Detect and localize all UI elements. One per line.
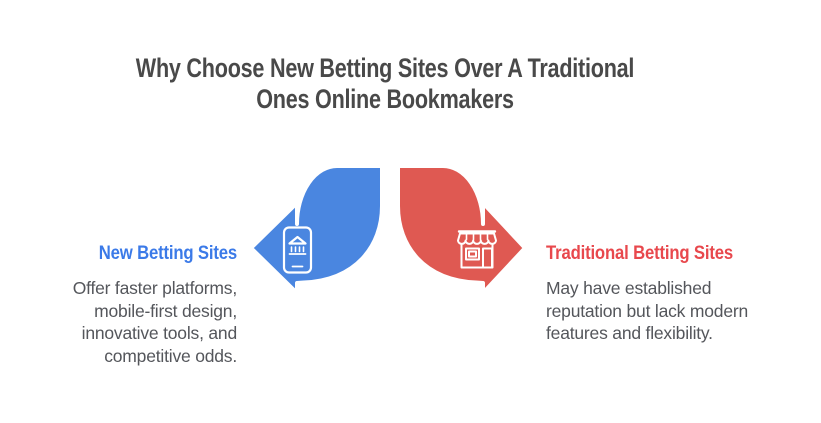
diverging-arrows-graphic [240,148,540,300]
traditional-betting-sites-label: Traditional Betting Sites [546,243,733,264]
store-door [482,247,493,269]
right-curved-arrow [396,164,527,295]
new-betting-sites-label: New Betting Sites [98,243,237,264]
new-betting-sites-section: New Betting Sites Offer faster platforms… [7,242,238,367]
left-curved-arrow [249,164,384,295]
traditional-betting-sites-description: May have established reputation but lack… [546,278,749,343]
title-line-1: Why Choose New Betting Sites Over A Trad… [135,53,635,83]
mobile-phone-icon [282,226,313,274]
storefront-icon [457,230,497,269]
traditional-betting-sites-section: Traditional Betting Sites May have estab… [546,242,801,345]
store-awning-stripes [465,233,489,241]
title-line-2: Ones Online Bookmakers [256,84,514,114]
page-title: Why Choose New Betting Sites Over A Trad… [77,53,693,115]
bank-pediment-icon [288,235,307,245]
store-window-outer [465,247,480,261]
bank-columns-icon [290,246,305,253]
store-window-inner [468,250,477,258]
new-betting-sites-description: Offer faster platforms, mobile-first des… [72,278,238,366]
store-awning [457,232,497,245]
